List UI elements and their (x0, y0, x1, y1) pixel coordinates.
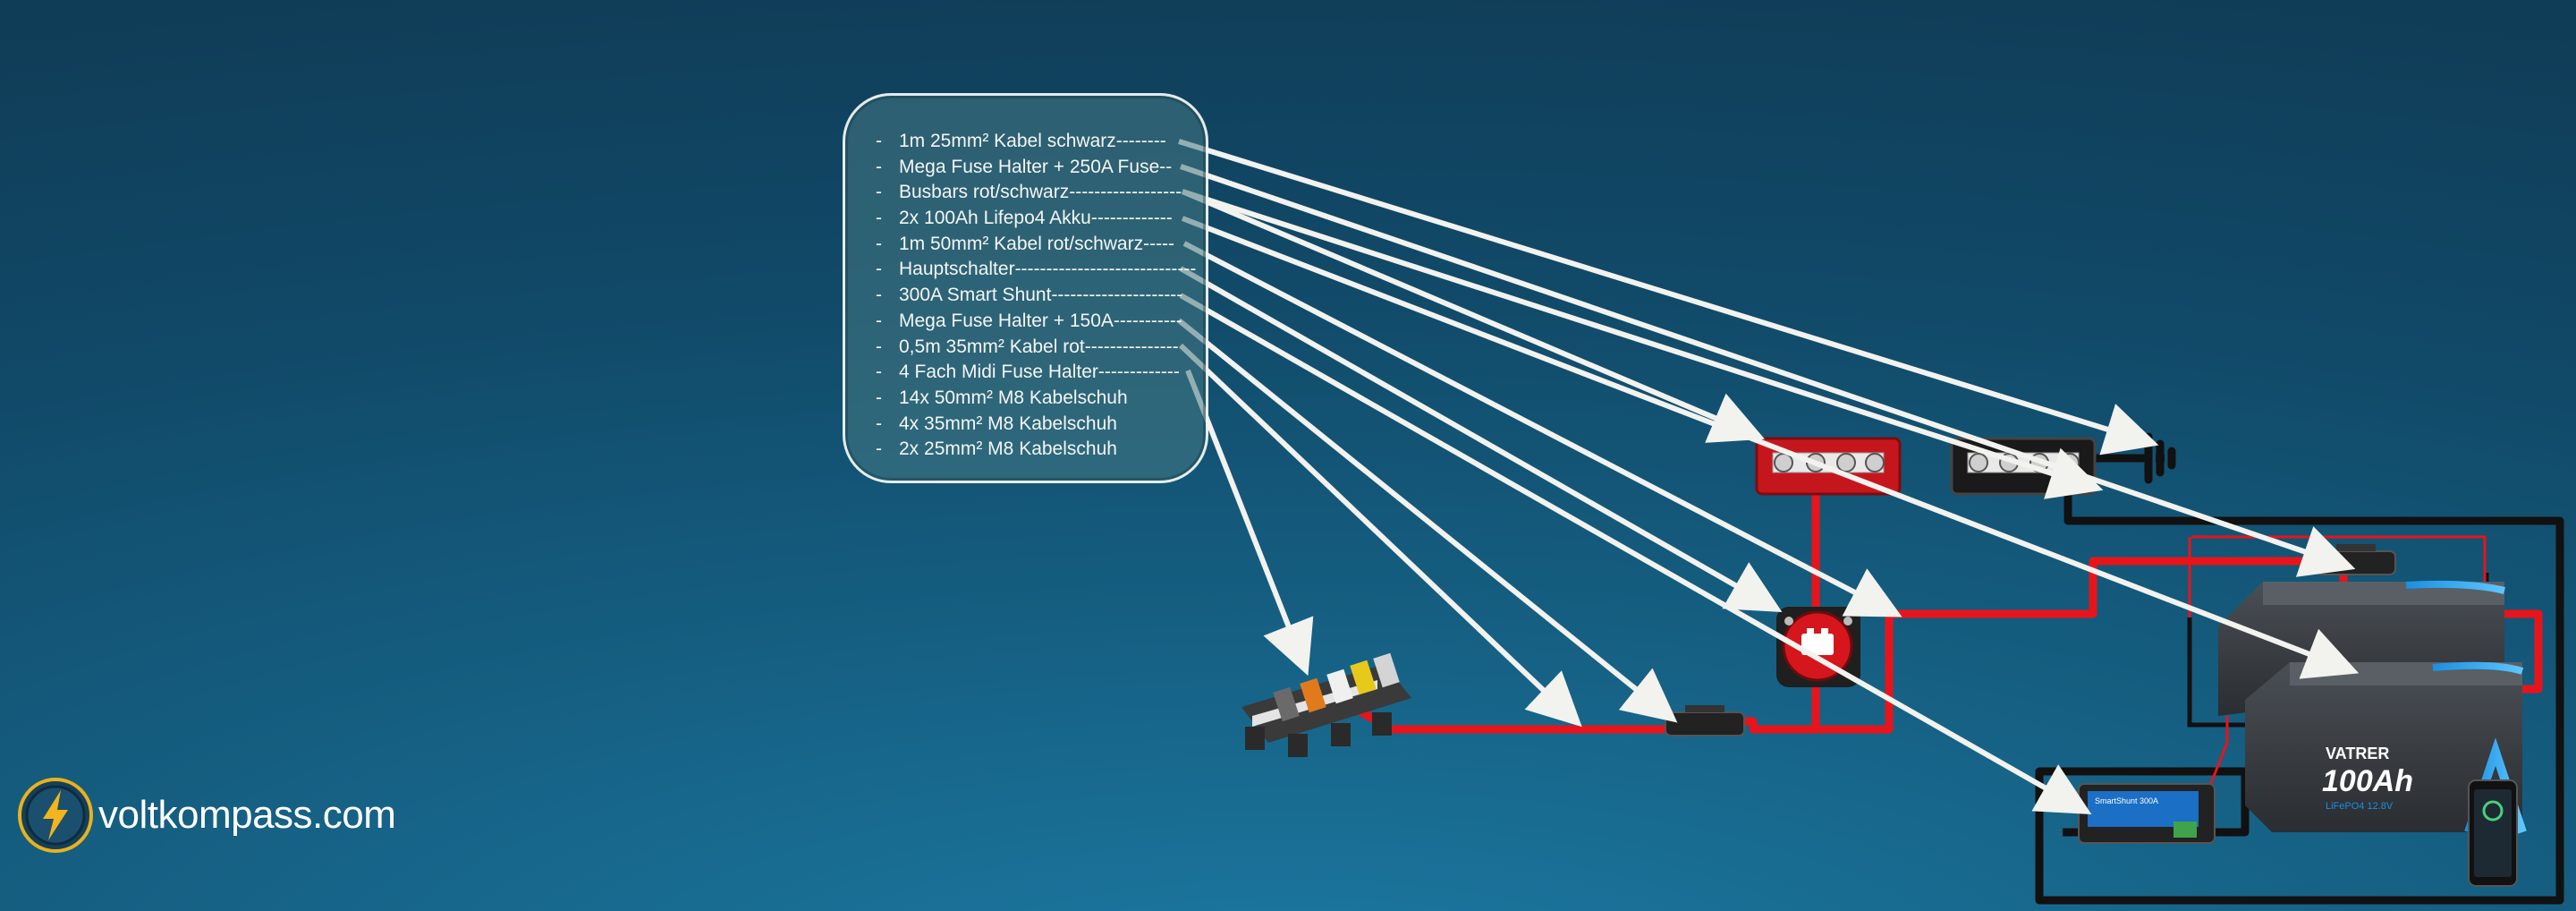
list-item: -2x 100Ah Lifepo4 Akku------------- (876, 206, 1196, 232)
battery-type-label: LiFePO4 12.8V (2326, 801, 2394, 812)
lightning-bolt-icon (16, 776, 95, 855)
midi-fuse-holder (1241, 653, 1411, 757)
arrow-busbar-black (1182, 192, 2093, 487)
list-item: -300A Smart Shunt--------------------- (876, 283, 1196, 309)
list-item: -Hauptschalter--------------------------… (876, 257, 1196, 283)
battery-capacity-label: 100Ah (2322, 764, 2413, 798)
smart-shunt: SmartShunt 300A (2079, 784, 2215, 843)
shunt-label: SmartShunt 300A (2095, 796, 2158, 805)
logo[interactable]: voltkompass.com (16, 775, 395, 856)
list-item: -0,5m 35mm² Kabel rot--------------- (876, 335, 1196, 361)
logo-text: voltkompass.com (98, 793, 395, 838)
phone-icon (2469, 780, 2517, 886)
arrow-red-cable (1184, 243, 1893, 612)
list-item: -4 Fach Midi Fuse Halter------------- (876, 360, 1196, 386)
mega-fuse-150a (1665, 705, 1744, 736)
list-item: -4x 35mm² M8 Kabelschuh (876, 412, 1196, 438)
list-item: -Busbars rot/schwarz------------------ (876, 180, 1196, 206)
arrow-busbar-red (1182, 192, 1755, 435)
list-item: -Mega Fuse Halter + 250A Fuse-- (876, 155, 1196, 181)
list-item: -Mega Fuse Halter + 150A----------- (876, 309, 1196, 335)
parts-list-panel: -1m 25mm² Kabel schwarz-------- -Mega Fu… (843, 93, 1208, 483)
list-item: -14x 50mm² M8 Kabelschuh (876, 386, 1196, 412)
battery-brand-label: VATRER (2326, 745, 2389, 762)
list-item: -1m 50mm² Kabel rot/schwarz----- (876, 232, 1196, 258)
list-item: -2x 25mm² M8 Kabelschuh (876, 437, 1196, 463)
list-item: -1m 25mm² Kabel schwarz-------- (876, 129, 1196, 155)
parts-list: -1m 25mm² Kabel schwarz-------- -Mega Fu… (876, 129, 1196, 463)
